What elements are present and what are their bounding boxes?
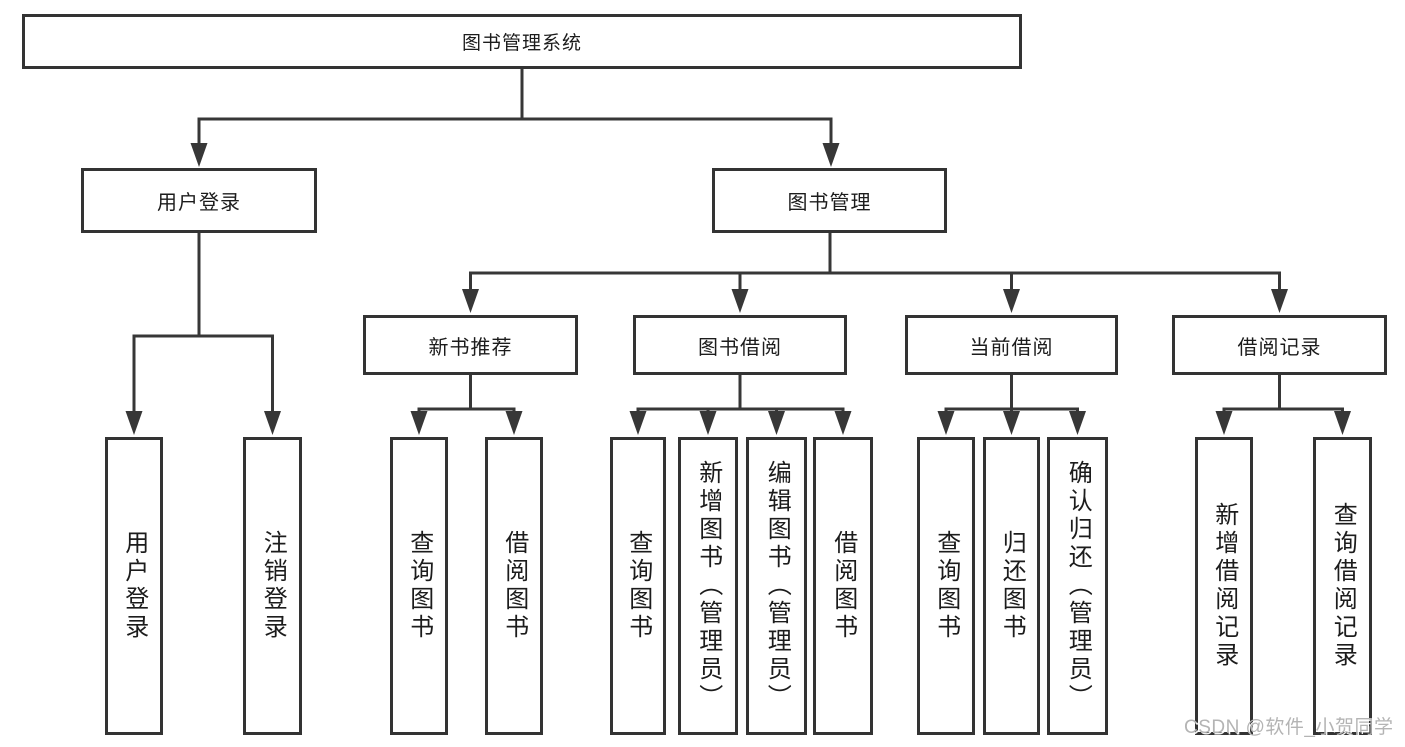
leaf-newbooks-borrow-label: 借阅图书 bbox=[500, 530, 528, 642]
node-book-borrow-label: 图书借阅 bbox=[698, 336, 782, 359]
node-user-login-label: 用户登录 bbox=[157, 192, 241, 214]
leaf-borrow-edit-admin: 编辑图书（管理员） bbox=[746, 437, 807, 735]
node-new-book-recommend: 新书推荐 bbox=[363, 315, 578, 375]
node-book-borrow: 图书借阅 bbox=[633, 315, 847, 375]
leaf-current-query: 查询图书 bbox=[917, 437, 975, 735]
leaf-borrow-borrow-label: 借阅图书 bbox=[829, 530, 857, 642]
node-book-management-label: 图书管理 bbox=[787, 192, 872, 214]
node-current-borrow-label: 当前借阅 bbox=[969, 336, 1054, 359]
node-root: 图书管理系统 bbox=[22, 14, 1022, 69]
leaf-current-confirm-admin-label: 确认归还（管理员） bbox=[1064, 460, 1092, 712]
node-user-login: 用户登录 bbox=[81, 168, 317, 233]
leaf-records-add-label: 新增借阅记录 bbox=[1210, 502, 1238, 670]
leaf-borrow-add-admin: 新增图书（管理员） bbox=[678, 437, 738, 735]
leaf-logout: 注销登录 bbox=[243, 437, 302, 735]
leaf-user-login: 用户登录 bbox=[105, 437, 163, 735]
leaf-current-return: 归还图书 bbox=[983, 437, 1040, 735]
leaf-current-return-label: 归还图书 bbox=[998, 530, 1026, 642]
leaf-user-login-label: 用户登录 bbox=[120, 530, 148, 642]
leaf-borrow-query: 查询图书 bbox=[610, 437, 666, 735]
leaf-borrow-query-label: 查询图书 bbox=[624, 530, 652, 642]
watermark: CSDN @软件_小贺同学 bbox=[1184, 717, 1394, 738]
leaf-newbooks-query: 查询图书 bbox=[390, 437, 448, 735]
leaf-records-query: 查询借阅记录 bbox=[1313, 437, 1372, 735]
leaf-records-add: 新增借阅记录 bbox=[1195, 437, 1253, 735]
leaf-borrow-borrow: 借阅图书 bbox=[813, 437, 873, 735]
leaf-current-query-label: 查询图书 bbox=[932, 530, 960, 642]
node-borrow-records-label: 借阅记录 bbox=[1237, 336, 1322, 359]
node-borrow-records: 借阅记录 bbox=[1172, 315, 1387, 375]
node-root-label: 图书管理系统 bbox=[461, 33, 582, 54]
node-book-management: 图书管理 bbox=[712, 168, 947, 233]
leaf-logout-label: 注销登录 bbox=[259, 530, 287, 642]
leaf-borrow-edit-admin-label: 编辑图书（管理员） bbox=[763, 460, 791, 712]
leaf-current-confirm-admin: 确认归还（管理员） bbox=[1047, 437, 1108, 735]
leaf-newbooks-query-label: 查询图书 bbox=[405, 530, 433, 642]
node-current-borrow: 当前借阅 bbox=[905, 315, 1118, 375]
leaf-borrow-add-admin-label: 新增图书（管理员） bbox=[694, 460, 722, 712]
leaf-records-query-label: 查询借阅记录 bbox=[1329, 502, 1357, 670]
leaf-newbooks-borrow: 借阅图书 bbox=[485, 437, 543, 735]
node-new-book-recommend-label: 新书推荐 bbox=[428, 336, 513, 359]
arrowhead-icons bbox=[125, 143, 1351, 435]
